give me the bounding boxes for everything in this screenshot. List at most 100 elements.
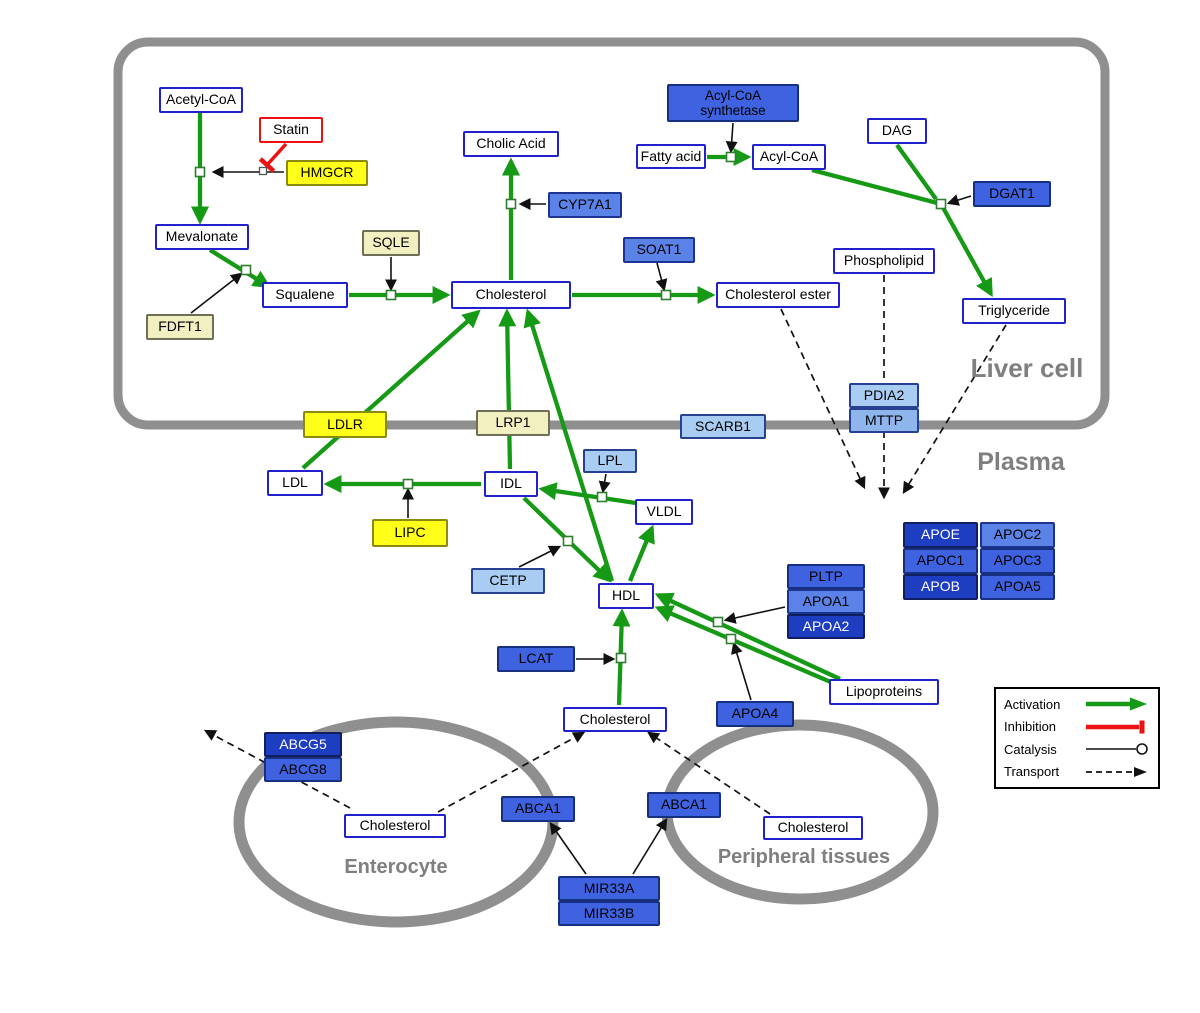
node-abcg8[interactable]: ABCG8 [264, 757, 342, 782]
node-apoc2[interactable]: APOC2 [980, 522, 1055, 548]
node-phospholipid[interactable]: Phospholipid [833, 248, 935, 274]
reaction-node-square [712, 616, 724, 628]
node-apob[interactable]: APOB [903, 574, 978, 600]
activation-edge [895, 143, 938, 201]
node-ldlr[interactable]: LDLR [303, 411, 387, 438]
node-acyl-coa-synthetase[interactable]: Acyl-CoA synthetase [667, 84, 799, 122]
enterocyte-label: Enterocyte [344, 856, 448, 878]
activation-edge [538, 482, 637, 506]
node-ldl[interactable]: LDL [267, 470, 323, 496]
node-scarb1[interactable]: SCARB1 [680, 414, 766, 439]
catalysis-edge [723, 606, 786, 624]
reaction-node-square [660, 289, 672, 301]
node-vldl[interactable]: VLDL [635, 499, 693, 525]
node-cholic-acid[interactable]: Cholic Acid [463, 131, 559, 157]
transport-edge [780, 308, 866, 490]
inhibition-tbar-icon [1086, 720, 1145, 734]
transport-edge [902, 324, 1007, 495]
node-cholesterol-enterocyte[interactable]: Cholesterol [344, 814, 446, 838]
peripheral-tissues-label: Peripheral tissues [717, 846, 891, 868]
transport-edge [647, 731, 771, 815]
node-cholesterol-plasma[interactable]: Cholesterol [563, 707, 667, 732]
catalysis-edge [598, 473, 611, 494]
node-triglyceride[interactable]: Triglyceride [962, 298, 1066, 324]
reaction-node-square [194, 166, 206, 178]
node-cholesterol-ester[interactable]: Cholesterol ester [716, 282, 840, 308]
node-lipoproteins[interactable]: Lipoproteins [829, 679, 939, 705]
activation-edge [654, 592, 841, 681]
node-abca1-left[interactable]: ABCA1 [501, 796, 575, 822]
node-idl[interactable]: IDL [484, 471, 538, 497]
node-apoc1[interactable]: APOC1 [903, 548, 978, 574]
node-dag[interactable]: DAG [867, 118, 927, 144]
node-apoa1[interactable]: APOA1 [787, 589, 865, 614]
catalysis-edge [632, 817, 668, 875]
reaction-node-square [615, 652, 627, 664]
legend-inhibition-label: Inhibition [1004, 719, 1057, 735]
node-apoa5[interactable]: APOA5 [980, 574, 1055, 600]
reaction-node-square [725, 633, 737, 645]
catalysis-edge [655, 262, 668, 292]
activation-edge [498, 308, 517, 470]
reaction-node-square [596, 491, 608, 503]
node-lpl[interactable]: LPL [583, 449, 637, 473]
node-acyl-coa[interactable]: Acyl-CoA [752, 144, 826, 170]
node-fatty-acid[interactable]: Fatty acid [636, 144, 706, 169]
reaction-node-square [562, 535, 574, 547]
node-mir33b[interactable]: MIR33B [558, 901, 660, 926]
node-sqle[interactable]: SQLE [362, 230, 420, 256]
enterocyte-outline [233, 716, 559, 928]
plasma-label: Plasma [977, 448, 1065, 476]
node-mttp[interactable]: MTTP [849, 408, 919, 433]
node-cetp[interactable]: CETP [471, 568, 545, 594]
node-apoc3[interactable]: APOC3 [980, 548, 1055, 574]
node-soat1[interactable]: SOAT1 [623, 237, 695, 263]
node-apoa2[interactable]: APOA2 [787, 614, 865, 639]
node-mir33a[interactable]: MIR33A [558, 876, 660, 901]
node-apoa4[interactable]: APOA4 [716, 701, 794, 727]
node-pdia2[interactable]: PDIA2 [849, 383, 919, 408]
activation-edge [208, 248, 272, 288]
node-pltp[interactable]: PLTP [787, 564, 865, 589]
node-apoe[interactable]: APOE [903, 522, 978, 548]
node-acetyl-coa[interactable]: Acetyl-CoA [159, 87, 243, 113]
node-hmgcr[interactable]: HMGCR [286, 160, 368, 186]
reaction-node-square [725, 151, 737, 163]
inhibition-target-square [258, 166, 268, 176]
node-squalene[interactable]: Squalene [262, 282, 348, 308]
reaction-node-square [505, 198, 517, 210]
legend-transport-label: Transport [1004, 764, 1060, 780]
legend-activation-label: Activation [1004, 696, 1061, 712]
inhibition-tbar [258, 157, 276, 173]
node-lipc[interactable]: LIPC [372, 519, 448, 547]
catalysis-edge [518, 545, 562, 568]
liver-cell-outline [113, 37, 1110, 430]
node-statin[interactable]: Statin [259, 117, 323, 143]
node-cyp7a1[interactable]: CYP7A1 [548, 192, 622, 218]
node-fdft1[interactable]: FDFT1 [146, 314, 214, 340]
legend-row-transport: Transport [1004, 764, 1150, 780]
node-cholesterol-liver[interactable]: Cholesterol [451, 281, 571, 309]
reaction-node-square [402, 478, 414, 490]
activation-edge [628, 524, 655, 582]
node-dgat1[interactable]: DGAT1 [973, 181, 1051, 207]
transport-edge [437, 731, 586, 813]
node-cholesterol-peripheral[interactable]: Cholesterol [763, 816, 863, 840]
catalysis-edge [190, 272, 243, 314]
legend: Activation Inhibition Catalysis Transpor… [994, 687, 1160, 789]
node-abca1-right[interactable]: ABCA1 [647, 792, 721, 818]
transport-dashed-arrow-icon [1086, 766, 1147, 777]
node-lrp1[interactable]: LRP1 [476, 410, 550, 436]
node-lcat[interactable]: LCAT [497, 646, 575, 672]
legend-row-inhibition: Inhibition [1004, 719, 1150, 735]
node-hdl[interactable]: HDL [598, 583, 654, 609]
node-abcg5[interactable]: ABCG5 [264, 732, 342, 757]
activation-edge [523, 308, 615, 582]
node-mevalonate[interactable]: Mevalonate [155, 224, 249, 250]
activation-edge [654, 605, 855, 694]
legend-row-activation: Activation [1004, 696, 1150, 712]
catalysis-edge [946, 194, 972, 206]
catalysis-circle-icon [1086, 743, 1148, 756]
